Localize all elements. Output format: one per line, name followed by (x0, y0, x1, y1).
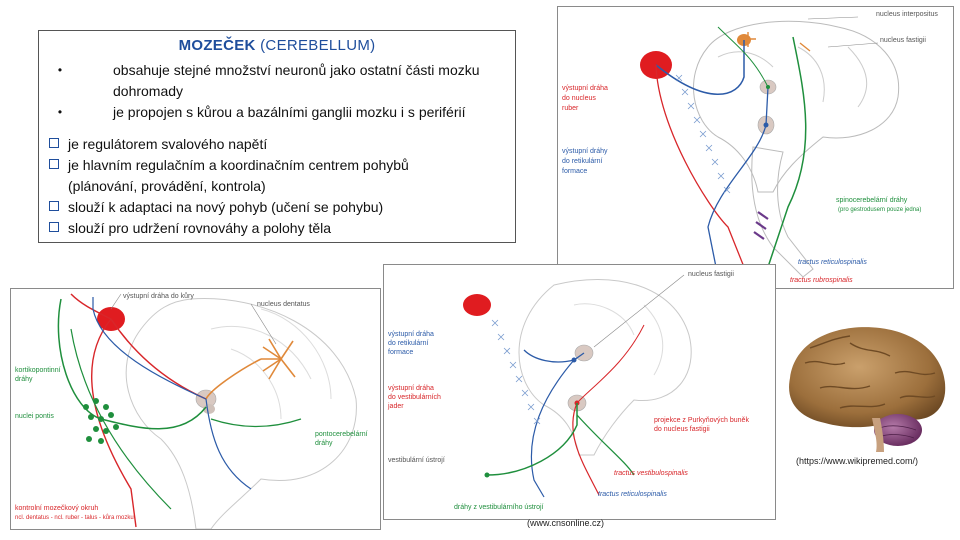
label-vystupni-retikul-1: výstupní dráhy (562, 148, 608, 155)
caption-wikipremed: (https://www.wikipremed.com/) (796, 456, 919, 466)
label-tractus-reticulospinalis: tractus reticulospinalis (598, 491, 667, 498)
label-vystupni-kura: výstupní dráha do kůry (123, 293, 194, 300)
label-nucleus-interpositus: nucleus interpositus (876, 11, 938, 18)
diagram-left: výstupní dráha do kůry nucleus dentatus … (10, 288, 381, 530)
check-item-3: slouží k adaptaci na nový pohyb (učení s… (49, 197, 383, 217)
label-vystupni-vestib-3: jader (388, 403, 404, 410)
title-main: MOZEČEK (178, 37, 256, 54)
label-tractus-reticulospinalis: tractus reticulospinalis (798, 259, 867, 266)
brain-photo (789, 327, 946, 452)
label-nucleus-dentatus: nucleus dentatus (257, 301, 310, 308)
nuclei-pontis-dots (83, 398, 119, 444)
check-item-2-cont: (plánování, provádění, kontrola) (68, 178, 266, 194)
title-sub: (CEREBELLUM) (255, 37, 376, 54)
checkbox-icon (49, 222, 59, 232)
label-tractus-rubrospinalis: tractus rubrospinalis (790, 277, 853, 284)
bullet-1-cont: dohromady (113, 83, 184, 99)
dentate-nucleus-icon (261, 338, 296, 380)
label-vystupni-ruber-1: výstupní dráha (562, 85, 608, 92)
label-spinocerebellar: spinocerebelární dráhy (836, 197, 908, 204)
label-vystupni-ruber-3: ruber (562, 105, 579, 112)
label-vystupni-vestib-1: výstupní dráha (388, 385, 434, 392)
bullet-dot-icon: • (57, 63, 63, 77)
label-okruh-1: kontrolní mozečkový okruh (15, 505, 99, 512)
check-item-1: je regulátorem svalového napětí (49, 134, 267, 154)
bullet-2: • je propojen s kůrou a bazálními gangli… (58, 103, 466, 122)
label-vystupni-retikul-2: do retikulární (562, 158, 603, 165)
diagram-top-right: nucleus interpositus nucleus fastigii vý… (557, 6, 954, 289)
label-vystupni-retikul-2: do retikulární (388, 340, 429, 347)
label-vystupni-vestib-2: do vestibulárních (388, 394, 441, 401)
caption-cnsonline: (www.cnsonline.cz) (527, 518, 605, 528)
reticular-crosses (675, 74, 731, 194)
label-tractus-vestibulospinalis: tractus vestibulospinalis (614, 470, 688, 477)
label-vystupni-ruber-2: do nucleus (562, 95, 596, 102)
label-pontocerebellar-1: pontocerebelární (315, 431, 368, 438)
bullet-dot-icon: • (57, 105, 63, 119)
label-vystupni-retikul-1: výstupní dráha (388, 331, 434, 338)
label-drahy-vestib: dráhy z vestibulárního ústrojí (454, 504, 544, 511)
checkbox-icon (49, 159, 59, 169)
checkbox-icon (49, 138, 59, 148)
check-item-2: je hlavním regulačním a koordinačním cen… (49, 155, 409, 175)
label-vystupni-retikul-3: formace (388, 349, 414, 356)
label-vystupni-retikul-3: formace (562, 168, 588, 175)
label-nucleus-fastigii: nucleus fastigii (688, 271, 734, 278)
vestibular-diagram (463, 274, 692, 498)
label-projekce-2: do nucleus fastigii (654, 426, 710, 433)
cerebellum-brainstem-diagram (640, 16, 900, 278)
cerebellar-loop-diagram (57, 293, 357, 529)
label-kortikopontinni-2: dráhy (15, 376, 33, 383)
bullet-1: • obsahuje stejné množství neuronů jako … (58, 61, 480, 80)
reticular-crosses (491, 319, 541, 425)
label-nucleus-fastigii: nucleus fastigii (880, 37, 926, 44)
label-okruh-2: ncl. dentatus - ncl. ruber - talus - kůr… (15, 515, 134, 521)
label-nuclei-pontis: nuclei pontis (15, 413, 54, 420)
label-kortikopontinni-1: kortikopontinní (15, 367, 61, 374)
check-item-4: slouží pro udržení rovnováhy a polohy tě… (49, 218, 331, 238)
slide-title: MOZEČEK (CEREBELLUM) (39, 37, 515, 54)
checkbox-icon (49, 201, 59, 211)
label-spinocerebellar-sub: (pro gestrodusem pouze jedna) (838, 207, 922, 213)
label-projekce-1: projekce z Purkyňových buněk (654, 417, 749, 424)
diagram-middle: nucleus fastigii výstupní dráha do retik… (383, 264, 776, 520)
label-pontocerebellar-2: dráhy (315, 440, 333, 447)
text-box: MOZEČEK (CEREBELLUM) • obsahuje stejné m… (38, 30, 516, 243)
label-vestibularni-ustroji: vestibulární ústrojí (388, 457, 445, 464)
